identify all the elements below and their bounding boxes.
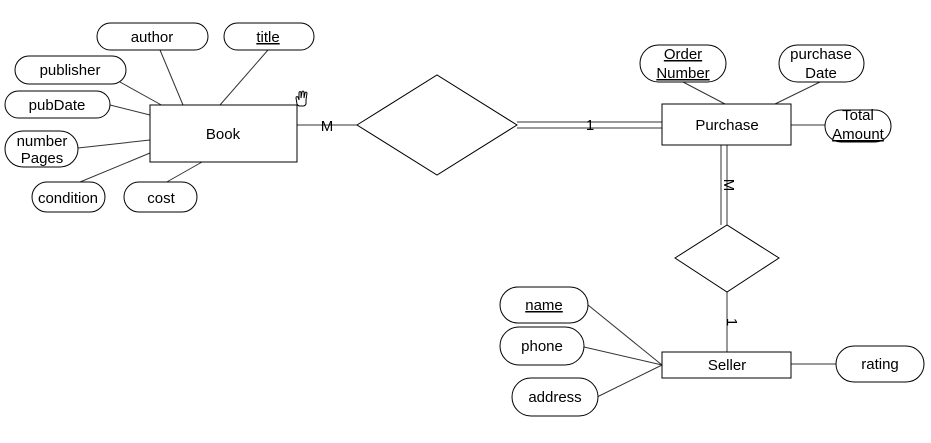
attribute-order-number-label-2: Number (656, 65, 709, 82)
attribute-number-pages-label-2: Pages (21, 150, 64, 167)
attribute-condition[interactable]: condition (31, 181, 106, 213)
book-purchase-relationship (356, 74, 518, 176)
attribute-order-number[interactable]: Order Number (639, 44, 727, 83)
purchase-seller-relationship (674, 224, 780, 293)
attribute-publisher[interactable]: publisher (14, 55, 127, 85)
entity-purchase-label: Purchase (695, 117, 758, 134)
attribute-phone[interactable]: phone (499, 326, 585, 366)
attribute-purchase-date-label-2: Date (805, 65, 837, 82)
entity-purchase[interactable]: Purchase (661, 103, 792, 146)
attribute-order-number-label-1: Order (664, 46, 702, 63)
cardinality-book: M (321, 118, 334, 135)
entity-book[interactable]: Book (149, 104, 298, 163)
attribute-phone-label: phone (521, 338, 563, 355)
hand-cursor-icon (295, 90, 308, 107)
attribute-author[interactable]: author (96, 22, 209, 51)
attribute-total-amount-label-2: Amount (832, 126, 885, 143)
attribute-title[interactable]: title (223, 22, 315, 51)
attribute-cost[interactable]: cost (123, 181, 198, 213)
attribute-pubdate[interactable]: pubDate (4, 90, 111, 119)
entity-seller[interactable]: Seller (661, 351, 792, 379)
attribute-title-label: title (256, 29, 279, 46)
book-attribute-links (77, 49, 269, 184)
attribute-name[interactable]: name (499, 286, 589, 324)
attribute-rating-label: rating (861, 356, 899, 373)
attribute-rating[interactable]: rating (835, 345, 925, 383)
attribute-condition-label: condition (38, 190, 98, 207)
cardinality-purchase-seller: M (720, 179, 737, 192)
entity-book-label: Book (206, 126, 241, 143)
relationship-links (297, 121, 728, 352)
attribute-total-amount[interactable]: Total Amount (824, 107, 892, 143)
attribute-number-pages-label-1: number (17, 133, 68, 150)
attribute-author-label: author (131, 29, 174, 46)
attribute-number-pages[interactable]: number Pages (4, 130, 79, 168)
cardinality-purchase: 1 (586, 117, 594, 134)
attribute-purchase-date[interactable]: purchase Date (778, 44, 865, 83)
attribute-publisher-label: publisher (40, 62, 101, 79)
attribute-pubdate-label: pubDate (29, 97, 86, 114)
attribute-address[interactable]: address (511, 377, 599, 417)
seller-attribute-links (583, 304, 836, 398)
entity-seller-label: Seller (708, 357, 746, 374)
cardinality-seller: 1 (723, 318, 740, 326)
attribute-address-label: address (528, 389, 581, 406)
attribute-purchase-date-label-1: purchase (790, 46, 852, 63)
attribute-name-label: name (525, 297, 563, 314)
attribute-total-amount-label-1: Total (842, 107, 874, 124)
purchase-attribute-links (682, 81, 825, 126)
attribute-cost-label: cost (147, 190, 175, 207)
